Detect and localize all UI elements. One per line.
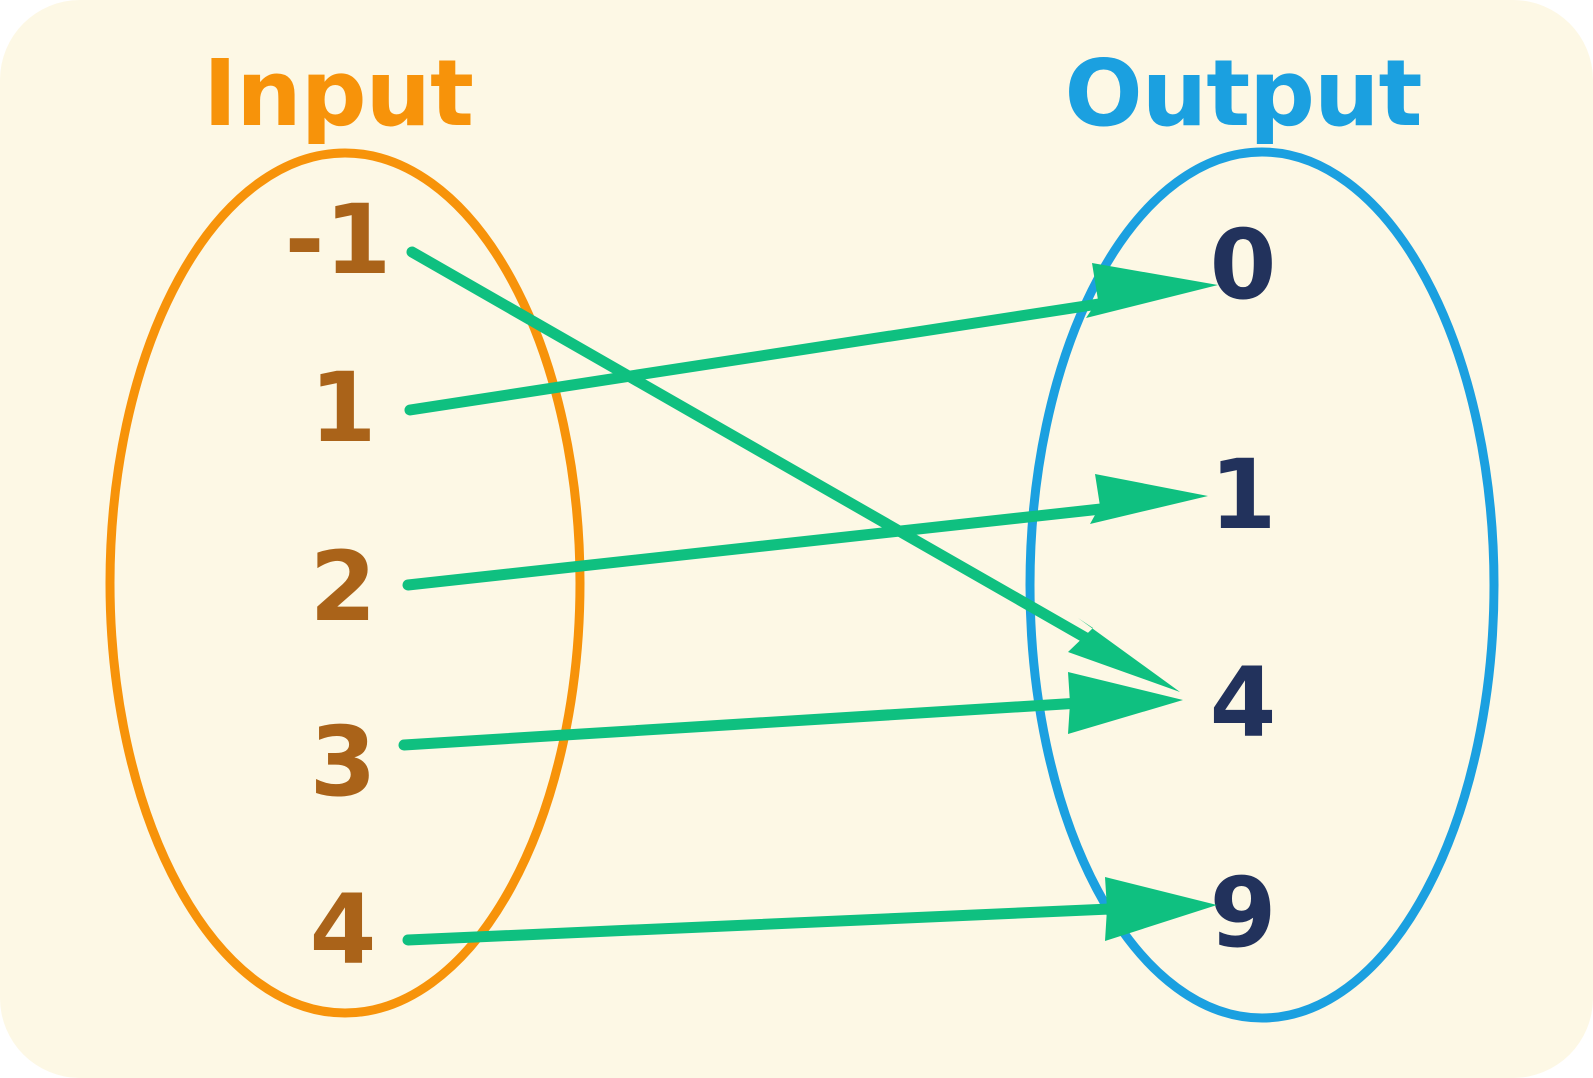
- input-element-1: 1: [310, 352, 377, 464]
- arrow-1-to-0: [404, 263, 1218, 416]
- output-element-0: 0: [1210, 209, 1277, 321]
- input-set-group: Input -1 1 2 3 4: [105, 40, 585, 1018]
- arrow-2-to-1: [402, 474, 1208, 591]
- output-set-title: Output: [1064, 40, 1421, 147]
- input-element-0: -1: [285, 184, 392, 296]
- input-element-4: 4: [310, 874, 377, 986]
- output-element-3: 9: [1210, 857, 1277, 969]
- output-set-group: Output 0 1 4 9: [1025, 40, 1499, 1023]
- output-element-1: 1: [1210, 439, 1277, 551]
- output-set-ellipse: [1025, 147, 1499, 1023]
- input-set-title: Input: [203, 40, 473, 147]
- arrow-3-to-4: [398, 672, 1183, 751]
- input-element-3: 3: [310, 706, 377, 818]
- input-element-2: 2: [310, 531, 377, 643]
- output-element-2: 4: [1210, 647, 1277, 759]
- input-set-ellipse: [105, 148, 585, 1018]
- arrow-neg1-to-4: [406, 246, 1180, 692]
- arrow-4-to-9: [402, 877, 1217, 946]
- mapping-arrows-group: [398, 246, 1218, 946]
